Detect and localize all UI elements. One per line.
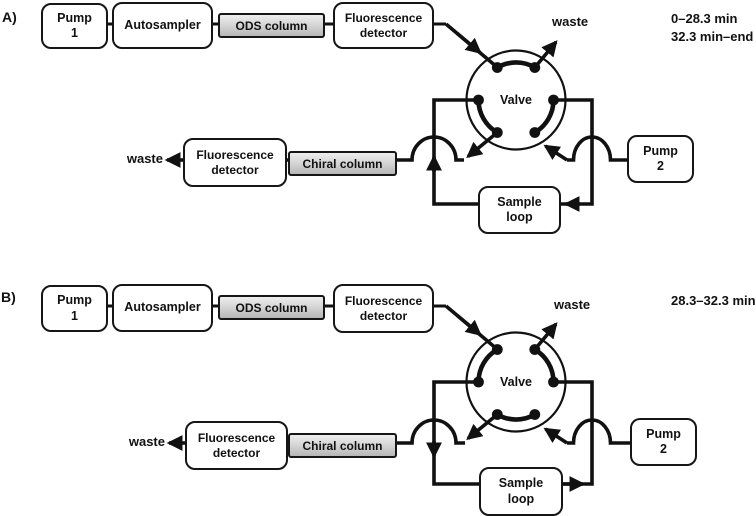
pump-2-box: Pump 2 bbox=[627, 135, 694, 183]
valve-label-b: Valve bbox=[500, 375, 532, 389]
ods-column-box: ODS column bbox=[218, 295, 325, 320]
chiral-column-box: Chiral column bbox=[288, 433, 397, 458]
autosampler-box: Autosampler bbox=[112, 2, 213, 49]
timing-label-a: 0–28.3 min 32.3 min–end bbox=[671, 11, 754, 44]
valve-label-a: Valve bbox=[500, 93, 532, 107]
fluorescence-detector-ods-box: Fluorescence detector bbox=[333, 284, 434, 333]
valve-ports bbox=[473, 344, 559, 420]
ods-column-box: ODS column bbox=[218, 13, 325, 38]
waste-label-valve-b: waste bbox=[554, 297, 591, 312]
valve-circle bbox=[465, 331, 567, 433]
pump-2-box: Pump 2 bbox=[630, 418, 697, 466]
waste-label-valve-a: waste bbox=[552, 14, 589, 29]
fluorescence-detector-ods-box: Fluorescence detector bbox=[333, 2, 434, 49]
chiral-column-box: Chiral column bbox=[288, 151, 397, 176]
valve-ports bbox=[473, 62, 559, 138]
pump-1-box: Pump 1 bbox=[41, 285, 108, 332]
autosampler-box: Autosampler bbox=[112, 284, 213, 332]
waste-label-chiral-a: waste bbox=[126, 151, 163, 166]
sample-loop-box: Sample loop bbox=[478, 186, 561, 234]
waste-label-chiral-b: waste bbox=[128, 434, 165, 449]
panel-b-label: B) bbox=[1, 289, 16, 305]
panel-a-flow-lines bbox=[104, 22, 627, 212]
pump-1-box: Pump 1 bbox=[41, 3, 108, 49]
fluorescence-detector-chiral-box: Fluorescence detector bbox=[183, 138, 287, 187]
valve-circle bbox=[465, 49, 567, 151]
panel-b-flow-lines bbox=[104, 304, 630, 492]
panel-a-label: A) bbox=[2, 9, 17, 25]
timing-label-b: 28.3–32.3 min bbox=[671, 293, 756, 308]
fluorescence-detector-chiral-box: Fluorescence detector bbox=[185, 421, 288, 470]
sample-loop-box: Sample loop bbox=[479, 467, 563, 516]
